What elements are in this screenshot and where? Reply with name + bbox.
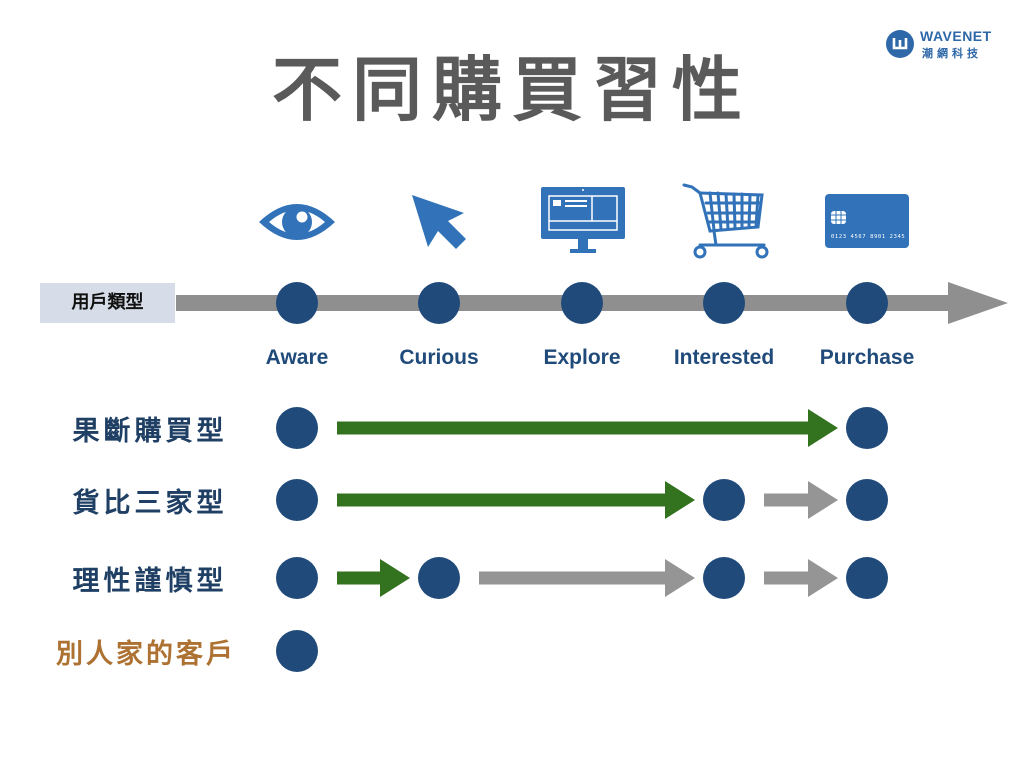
axis-label-user-type: 用戶類型 (40, 283, 175, 323)
axis-node-explore (561, 282, 603, 324)
axis-node-aware (276, 282, 318, 324)
stage-label-purchase: Purchase (819, 346, 915, 369)
row-label-4: 別人家的客戶 (56, 639, 236, 670)
card-number-text: 0123 4567 8901 2345 (831, 234, 905, 240)
row-3-arrow-2 (479, 559, 695, 597)
wavenet-logo-icon (886, 30, 914, 58)
row-2-node-purchase (846, 479, 888, 521)
row-2-arrow-2 (764, 481, 838, 519)
stage-label-curious: Curious (399, 346, 479, 369)
page-title: 不同購買習性 (272, 49, 752, 131)
row-label-3: 理性謹慎型 (72, 566, 228, 597)
row-label-2: 貨比三家型 (72, 488, 228, 519)
row-3-node-curious (418, 557, 460, 599)
axis-node-curious (418, 282, 460, 324)
stage-label-interested: Interested (673, 346, 775, 369)
row-1-node-purchase (846, 407, 888, 449)
cursor-arrow-icon (412, 195, 466, 249)
row-2-arrow-1 (337, 481, 695, 519)
axis-node-purchase (846, 282, 888, 324)
row-3-node-aware (276, 557, 318, 599)
row-3-node-interested (703, 557, 745, 599)
stage-label-explore: Explore (543, 346, 621, 369)
row-3-node-purchase (846, 557, 888, 599)
row-2-node-interested (703, 479, 745, 521)
axis-node-interested (703, 282, 745, 324)
logo-brand-text: WAVENET (920, 28, 992, 44)
row-1-arrow-1 (337, 409, 838, 447)
row-1-node-aware (276, 407, 318, 449)
stage-label-aware: Aware (265, 346, 329, 369)
row-2-node-aware (276, 479, 318, 521)
credit-card-icon: 0123 4567 8901 2345 (825, 194, 909, 248)
row-label-1: 果斷購買型 (72, 416, 228, 447)
wavenet-logo: WAVENET 潮網科技 (886, 28, 1006, 64)
shopping-cart-icon (682, 183, 769, 259)
row-4-node-aware (276, 630, 318, 672)
row-3-arrow-1 (337, 559, 410, 597)
eye-icon (259, 204, 335, 240)
logo-chinese-text: 潮網科技 (922, 47, 982, 60)
row-3-arrow-3 (764, 559, 838, 597)
monitor-icon (541, 187, 625, 253)
